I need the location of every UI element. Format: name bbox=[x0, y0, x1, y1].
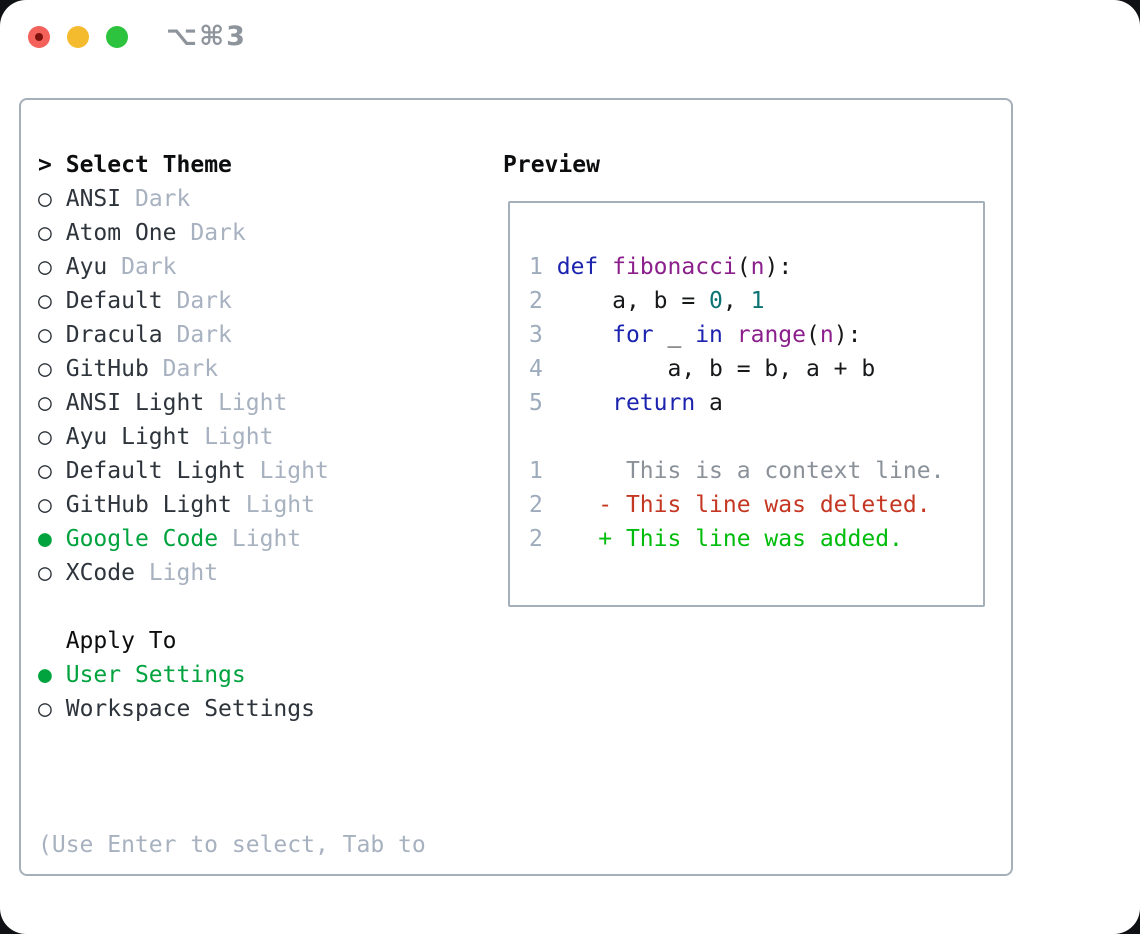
line-number: 3 bbox=[529, 322, 543, 348]
diff-text: - This line was deleted. bbox=[556, 492, 931, 518]
apply-to-list: ● User Settings○ Workspace Settings bbox=[38, 658, 315, 726]
apply-option-label: User Settings bbox=[65, 662, 246, 688]
radio-unselected-icon: ○ bbox=[38, 390, 52, 416]
theme-name: ANSI Light bbox=[65, 390, 205, 416]
theme-name: Default Light bbox=[65, 458, 246, 484]
theme-variant-badge: Light bbox=[245, 492, 315, 518]
theme-variant-badge: Dark bbox=[176, 322, 232, 348]
radio-unselected-icon: ○ bbox=[38, 696, 52, 722]
line-number: 5 bbox=[529, 390, 543, 416]
theme-option-ansi[interactable]: ○ ANSI Dark bbox=[38, 182, 329, 216]
theme-option-ayu-light[interactable]: ○ Ayu Light Light bbox=[38, 420, 329, 454]
theme-option-dracula[interactable]: ○ Dracula Dark bbox=[38, 318, 329, 352]
diff-text: This is a context line. bbox=[556, 458, 945, 484]
diff-text: + This line was added. bbox=[556, 526, 903, 552]
radio-unselected-icon: ○ bbox=[38, 186, 52, 212]
code-line-2: 2 a, b = 0, 1 bbox=[529, 288, 765, 314]
keyboard-hint: (Use Enter to select, Tab to change focu… bbox=[38, 760, 426, 934]
theme-variant-badge: Light bbox=[231, 526, 302, 552]
theme-variant-badge: Dark bbox=[121, 254, 177, 280]
theme-option-xcode[interactable]: ○ XCode Light bbox=[38, 556, 329, 590]
line-number: 4 bbox=[529, 356, 543, 382]
theme-name: Atom One bbox=[65, 220, 177, 246]
theme-list: ○ ANSI Dark○ Atom One Dark○ Ayu Dark○ De… bbox=[38, 182, 329, 590]
window-title: ⌥⌘3 bbox=[166, 21, 247, 52]
close-window-icon[interactable] bbox=[28, 26, 50, 48]
radio-selected-icon: ● bbox=[38, 526, 52, 552]
theme-settings-panel bbox=[19, 98, 1013, 876]
radio-unselected-icon: ○ bbox=[38, 560, 52, 586]
window-controls bbox=[28, 26, 128, 48]
theme-variant-badge: Dark bbox=[176, 288, 232, 314]
theme-option-default-light[interactable]: ○ Default Light Light bbox=[38, 454, 329, 488]
theme-variant-badge: Light bbox=[218, 390, 288, 416]
theme-variant-badge: Light bbox=[259, 458, 329, 484]
code-line-5: 5 return a bbox=[529, 390, 723, 416]
radio-unselected-icon: ○ bbox=[38, 288, 52, 314]
radio-unselected-icon: ○ bbox=[38, 356, 52, 382]
apply-option-workspace-settings[interactable]: ○ Workspace Settings bbox=[38, 692, 315, 726]
hint-line-1: (Use Enter to select, Tab to bbox=[38, 832, 426, 858]
minimize-window-icon[interactable] bbox=[67, 26, 89, 48]
theme-name: Ayu Light bbox=[65, 424, 191, 450]
theme-name: Dracula bbox=[65, 322, 163, 348]
line-number: 2 bbox=[529, 492, 543, 518]
theme-option-github[interactable]: ○ GitHub Dark bbox=[38, 352, 329, 386]
line-number: 1 bbox=[529, 458, 543, 484]
radio-unselected-icon: ○ bbox=[38, 492, 52, 518]
apply-option-label: Workspace Settings bbox=[65, 696, 315, 722]
radio-unselected-icon: ○ bbox=[38, 458, 52, 484]
theme-option-github-light[interactable]: ○ GitHub Light Light bbox=[38, 488, 329, 522]
theme-variant-badge: Light bbox=[148, 560, 219, 586]
theme-name: XCode bbox=[65, 560, 135, 586]
theme-option-ansi-light[interactable]: ○ ANSI Light Light bbox=[38, 386, 329, 420]
apply-to-header: Apply To bbox=[65, 628, 177, 654]
theme-option-google-code[interactable]: ● Google Code Light bbox=[38, 522, 329, 556]
select-theme-title: Select Theme bbox=[65, 152, 232, 178]
theme-option-atom-one[interactable]: ○ Atom One Dark bbox=[38, 216, 329, 250]
theme-name: Ayu bbox=[65, 254, 108, 280]
radio-unselected-icon: ○ bbox=[38, 424, 52, 450]
radio-unselected-icon: ○ bbox=[38, 254, 52, 280]
theme-name: GitHub bbox=[65, 356, 149, 382]
theme-variant-badge: Dark bbox=[162, 356, 219, 382]
radio-selected-icon: ● bbox=[38, 662, 52, 688]
theme-option-ayu[interactable]: ○ Ayu Dark bbox=[38, 250, 329, 284]
theme-name: Default bbox=[65, 288, 163, 314]
select-theme-header: > Select Theme bbox=[38, 148, 232, 182]
theme-variant-badge: Dark bbox=[134, 186, 191, 212]
theme-variant-badge: Light bbox=[204, 424, 274, 450]
hint-line-2: change focus) bbox=[38, 930, 426, 934]
focus-caret-icon: > bbox=[38, 152, 52, 178]
diff-line-del: 2 - This line was deleted. bbox=[529, 488, 944, 522]
code-line-1: 1 def fibonacci(n): bbox=[529, 254, 793, 280]
theme-name: ANSI bbox=[65, 186, 122, 212]
radio-unselected-icon: ○ bbox=[38, 220, 52, 246]
code-line-4: 4 a, b = b, a + b bbox=[529, 356, 876, 382]
blank-line bbox=[529, 420, 944, 454]
theme-name: GitHub Light bbox=[65, 492, 232, 518]
preview-title: Preview bbox=[503, 152, 600, 178]
line-number: 2 bbox=[529, 288, 543, 314]
zoom-window-icon[interactable] bbox=[106, 26, 128, 48]
code-line-3: 3 for _ in range(n): bbox=[529, 322, 862, 348]
theme-variant-badge: Dark bbox=[190, 220, 246, 246]
diff-line-add: 2 + This line was added. bbox=[529, 522, 944, 556]
diff-line-ctx: 1 This is a context line. bbox=[529, 454, 944, 488]
apply-option-user-settings[interactable]: ● User Settings bbox=[38, 658, 315, 692]
theme-name: Google Code bbox=[65, 526, 219, 552]
code-preview: 1 def fibonacci(n): 2 a, b = 0, 1 3 for _ … bbox=[529, 250, 944, 556]
line-number: 1 bbox=[529, 254, 543, 280]
radio-unselected-icon: ○ bbox=[38, 322, 52, 348]
preview-pane bbox=[508, 201, 985, 607]
line-number: 2 bbox=[529, 526, 543, 552]
theme-option-default[interactable]: ○ Default Dark bbox=[38, 284, 329, 318]
